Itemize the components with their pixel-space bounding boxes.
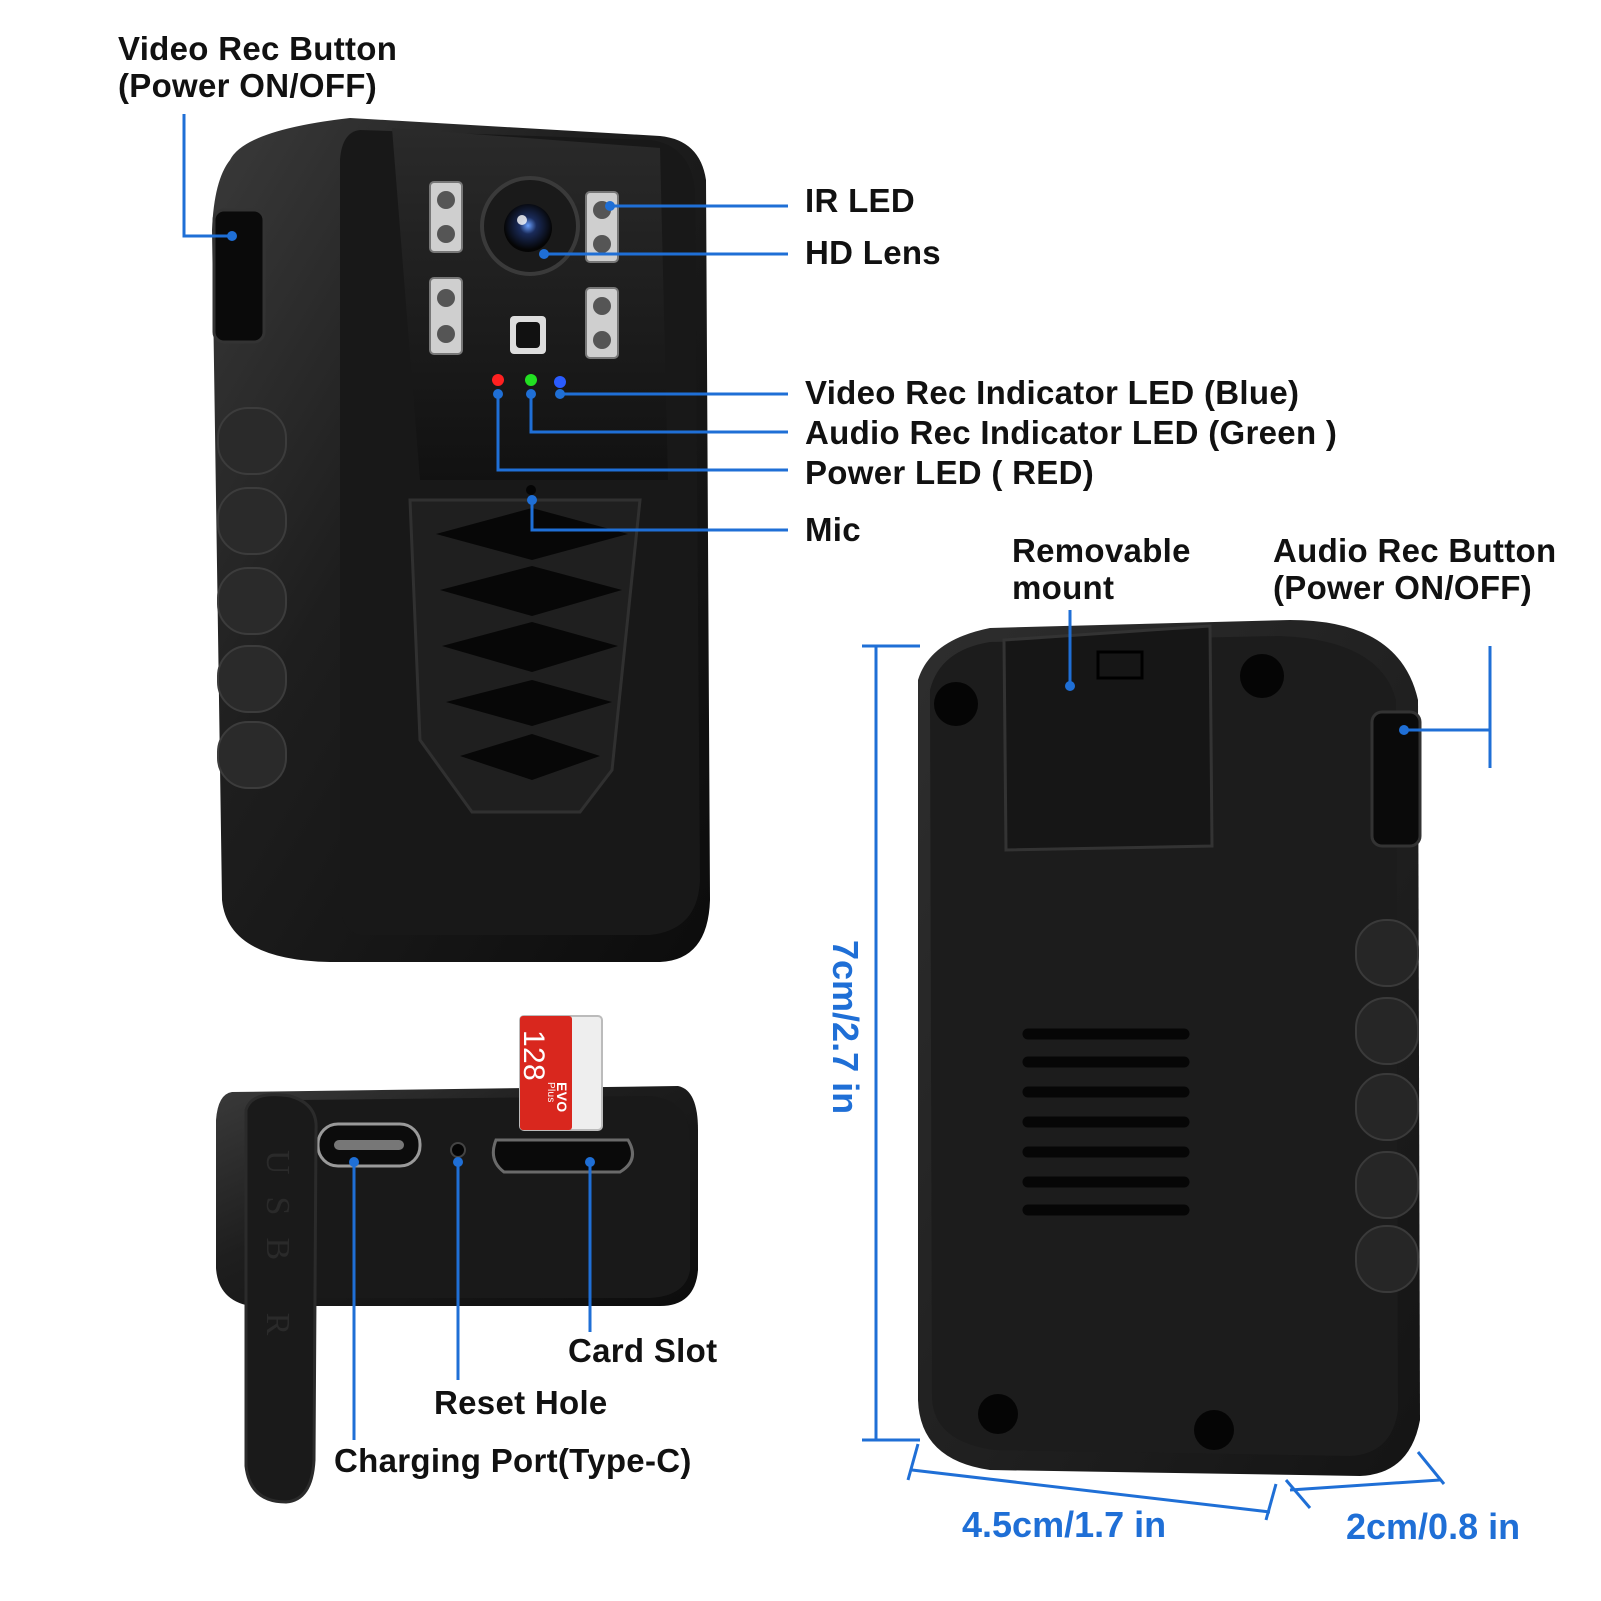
mic-hole [526,485,536,495]
label-card-slot: Card Slot [568,1332,718,1369]
label-reset-hole: Reset Hole [434,1384,608,1421]
video-led-dot [554,376,566,388]
dimension-height: 7cm/2.7 in [825,940,866,1115]
back-side-grip [1355,919,1419,1293]
back-vents [1022,1028,1190,1216]
removable-mount-shape [1002,624,1214,852]
front-camera [212,118,710,962]
label-mic: Mic [805,511,861,548]
audio-rec-button-shape [1370,710,1422,848]
label-video-rec-button: Video Rec Button (Power ON/OFF) [118,30,397,104]
audio-led-dot [525,374,537,386]
sd-card-sub: Plus [545,1082,556,1103]
callout-audio-led [529,394,788,434]
port-cover-text: USB R [259,1150,296,1358]
sd-card-capacity: 128 [517,1030,550,1081]
label-video-rec-button-line1: Video Rec Button [118,30,398,67]
label-hd-lens: HD Lens [805,234,941,271]
dimension-depth: 2cm/0.8 in [1346,1506,1521,1547]
back-camera [918,620,1422,1476]
callout-dots [227,201,1409,1167]
label-charging-port: Charging Port(Type-C) [334,1442,692,1479]
label-video-rec-led: Video Rec Indicator LED (Blue) [805,374,1300,411]
dimension-width: 4.5cm/1.7 in [962,1504,1167,1545]
callout-mic [530,500,788,532]
label-audio-rec-button-line2: (Power ON/OFF) [1273,569,1533,606]
label-audio-rec-button: Audio Rec Button (Power ON/OFF) [1273,532,1556,606]
label-removable-mount-line2: mount [1012,569,1115,606]
callout-lines [182,114,1492,1521]
card-slot-shape [491,1138,634,1174]
label-audio-rec-led: Audio Rec Indicator LED (Green ) [805,414,1338,451]
callout-power-led [496,394,788,472]
power-led-dot [492,374,504,386]
speaker-grille [436,508,628,780]
label-video-rec-button-line2: (Power ON/OFF) [118,67,378,104]
callout-video-rec-button [182,114,232,238]
sd-card-brand: EVO [554,1082,570,1113]
dim-depth-line [1289,1478,1441,1492]
label-audio-rec-button-line1: Audio Rec Button [1273,532,1557,569]
screw-holes [934,654,1284,1450]
label-removable-mount-line1: Removable [1012,532,1191,569]
microsd-card [519,1015,603,1131]
reset-hole-shape [450,1142,466,1158]
hd-lens-glass [504,204,552,252]
dim-width-line [911,1468,1271,1514]
port-cover [244,1093,318,1504]
label-removable-mount: Removable mount [1012,532,1191,606]
side-grip [217,407,287,789]
video-rec-button-shape [212,208,266,344]
bottom-camera [216,1015,698,1504]
label-power-led: Power LED ( RED) [805,454,1094,491]
label-ir-led: IR LED [805,182,915,219]
